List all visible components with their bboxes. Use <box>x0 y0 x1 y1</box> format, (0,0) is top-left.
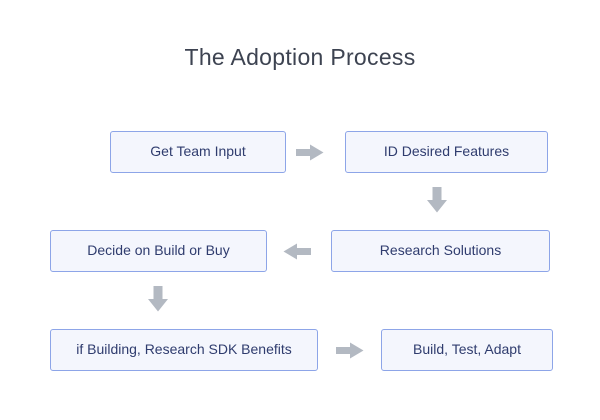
node-get-team-input: Get Team Input <box>110 131 286 173</box>
arrow-right-icon <box>336 342 364 359</box>
node-research-solutions: Research Solutions <box>331 230 550 272</box>
node-id-desired-features: ID Desired Features <box>345 131 548 173</box>
node-decide-build-or-buy: Decide on Build or Buy <box>50 230 267 272</box>
node-build-test-adapt: Build, Test, Adapt <box>381 329 553 371</box>
arrow-left-icon <box>283 243 311 260</box>
arrow-down-icon <box>426 187 448 213</box>
diagram-title: The Adoption Process <box>184 44 416 70</box>
arrow-right-icon <box>296 144 324 161</box>
node-research-sdk-benefits: if Building, Research SDK Benefits <box>50 329 318 371</box>
arrow-down-icon <box>147 286 169 312</box>
